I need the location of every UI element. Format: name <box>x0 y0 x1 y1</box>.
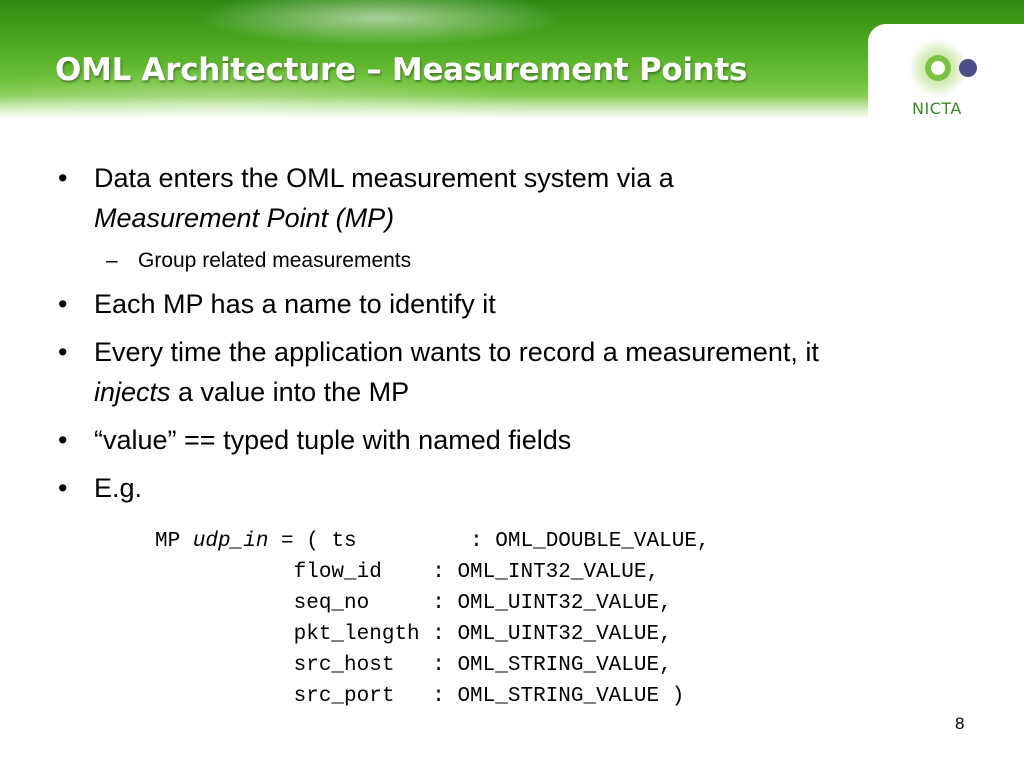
bullet-example: E.g. <box>58 468 998 508</box>
code-prefix: MP <box>155 530 193 553</box>
bullet-italic-text: Measurement Point (MP) <box>94 203 395 233</box>
code-mp-name: udp_in <box>192 530 269 553</box>
code-field: pkt_length <box>293 623 433 646</box>
bullet-record-measurement: Every time the application wants to reco… <box>58 332 998 412</box>
bullet-text: Data enters the OML measurement system v… <box>94 163 674 193</box>
code-type: : OML_STRING_VALUE ) <box>432 685 685 708</box>
code-field: seq_no <box>293 592 433 615</box>
bullet-data-enters: Data enters the OML measurement system v… <box>58 158 998 238</box>
code-field: ts <box>331 530 471 553</box>
code-type: : OML_INT32_VALUE, <box>432 561 660 584</box>
logo-text: NICTA <box>912 99 962 118</box>
code-type: : OML_UINT32_VALUE, <box>432 592 672 615</box>
bullet-text-rest: a value into the MP <box>170 377 410 407</box>
code-open: = ( <box>268 530 332 553</box>
bullet-value-definition: “value” == typed tuple with named fields <box>58 420 998 460</box>
sub-bullet-text: Group related measurements <box>138 249 412 272</box>
code-indent <box>155 561 294 584</box>
code-type: : OML_UINT32_VALUE, <box>432 623 672 646</box>
bullet-italic-text: injects <box>94 377 171 407</box>
code-type: : OML_DOUBLE_VALUE, <box>470 530 710 553</box>
sub-bullet-dash: – <box>106 249 118 272</box>
code-indent <box>155 592 294 615</box>
nicta-logo-icon <box>909 39 977 97</box>
slide-title: OML Architecture – Measurement Points <box>55 52 748 88</box>
bullet-mp-name: Each MP has a name to identify it <box>58 284 998 324</box>
logo-card: NICTA <box>868 24 1024 124</box>
banner-fade <box>0 96 1024 120</box>
sub-bullet-group: – Group related measurements <box>58 246 998 276</box>
code-indent <box>155 623 294 646</box>
code-example: MP udp_in = ( ts : OML_DOUBLE_VALUE, flo… <box>155 526 710 712</box>
bullet-text: Every time the application wants to reco… <box>94 337 819 367</box>
slide-body: Data enters the OML measurement system v… <box>58 158 998 516</box>
code-field: src_port <box>293 685 433 708</box>
page-number: 8 <box>955 714 965 733</box>
code-field: flow_id <box>293 561 433 584</box>
code-indent <box>155 685 294 708</box>
bullet-text: Each MP has a name to identify it <box>94 289 496 319</box>
bullet-text: “value” == typed tuple with named fields <box>94 425 572 455</box>
code-type: : OML_STRING_VALUE, <box>432 654 672 677</box>
code-indent <box>155 654 294 677</box>
bullet-text: E.g. <box>94 473 143 503</box>
code-field: src_host <box>293 654 433 677</box>
